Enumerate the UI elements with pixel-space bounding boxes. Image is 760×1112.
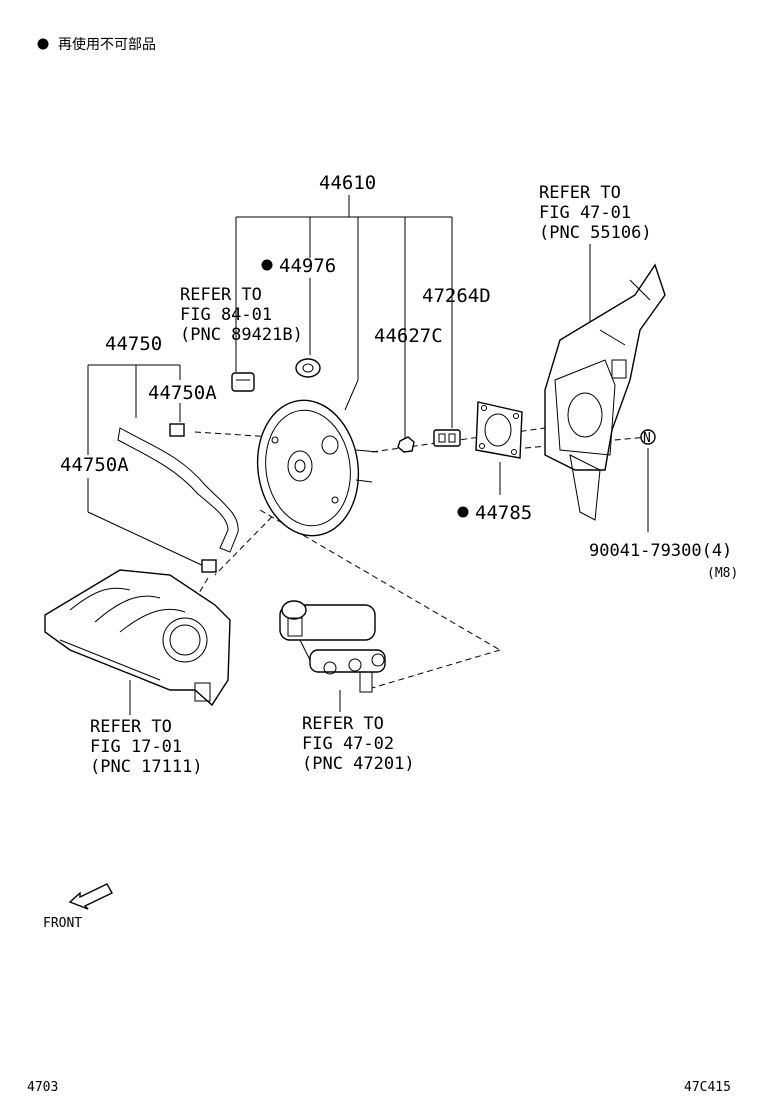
label-44750a-upper: 44750A: [148, 382, 217, 404]
clevis-47264d: [433, 429, 461, 447]
label-44750: 44750: [105, 333, 162, 355]
refer-sensor: REFER TO FIG 84-01 (PNC 89421B): [180, 285, 303, 345]
nut-n-mark: N: [643, 431, 651, 446]
legend-text: 再使用不可部品: [58, 36, 156, 53]
label-m8: (M8): [707, 566, 738, 581]
nut-90041: N: [640, 429, 656, 446]
refer-pedal-line3: (PNC 55106): [539, 223, 652, 243]
brake-pedal-bracket: [544, 263, 666, 521]
vacuum-hose: [117, 423, 239, 573]
footer-left-code: 4703: [27, 1080, 58, 1095]
gasket-44785: [475, 401, 523, 459]
label-47264d: 47264D: [422, 285, 491, 307]
refer-cylinder: REFER TO FIG 47-02 (PNC 47201): [302, 714, 415, 774]
refer-pedal-line2: FIG 47-01: [539, 203, 631, 223]
label-44785: 44785: [475, 502, 532, 524]
label-44976: 44976: [279, 255, 336, 277]
label-44627c: 44627C: [374, 325, 443, 347]
refer-cylinder-line1: REFER TO: [302, 714, 384, 734]
label-44750a-lower: 44750A: [60, 454, 129, 476]
non-reusable-marker-icon: [37, 38, 49, 50]
refer-sensor-line2: FIG 84-01: [180, 305, 272, 325]
refer-cylinder-line2: FIG 47-02: [302, 734, 394, 754]
grommet-44976: [295, 358, 321, 378]
nut-44627c: [397, 436, 415, 453]
non-reusable-marker-icon: [261, 259, 273, 271]
footer-right-code: 47C415: [684, 1080, 731, 1095]
part-labels: 44610 44976 47264D 44627C 44750 44750A 4…: [60, 172, 738, 581]
refer-manifold: REFER TO FIG 17-01 (PNC 17111): [90, 717, 203, 777]
hose-clip-lower: [201, 559, 217, 573]
refer-sensor-line1: REFER TO: [180, 285, 262, 305]
front-label: FRONT: [43, 916, 82, 931]
refer-pedal: REFER TO FIG 47-01 (PNC 55106): [539, 183, 652, 243]
refer-sensor-line3: (PNC 89421B): [180, 325, 303, 345]
label-90041: 90041-79300(4): [589, 541, 732, 561]
refer-pedal-line1: REFER TO: [539, 183, 621, 203]
non-reusable-marker-icon: [457, 506, 469, 518]
intake-manifold: [44, 569, 231, 707]
front-arrow-icon: [68, 883, 113, 910]
label-44610: 44610: [319, 172, 376, 194]
sensor-part: [231, 372, 255, 392]
refer-manifold-line3: (PNC 17111): [90, 757, 203, 777]
leader-lines: [87, 195, 649, 715]
refer-manifold-line1: REFER TO: [90, 717, 172, 737]
hose-clip-upper: [169, 423, 185, 437]
refer-cylinder-line3: (PNC 47201): [302, 754, 415, 774]
master-cylinder: [279, 600, 386, 693]
refer-manifold-line2: FIG 17-01: [90, 737, 182, 757]
brake-booster: [256, 399, 379, 537]
